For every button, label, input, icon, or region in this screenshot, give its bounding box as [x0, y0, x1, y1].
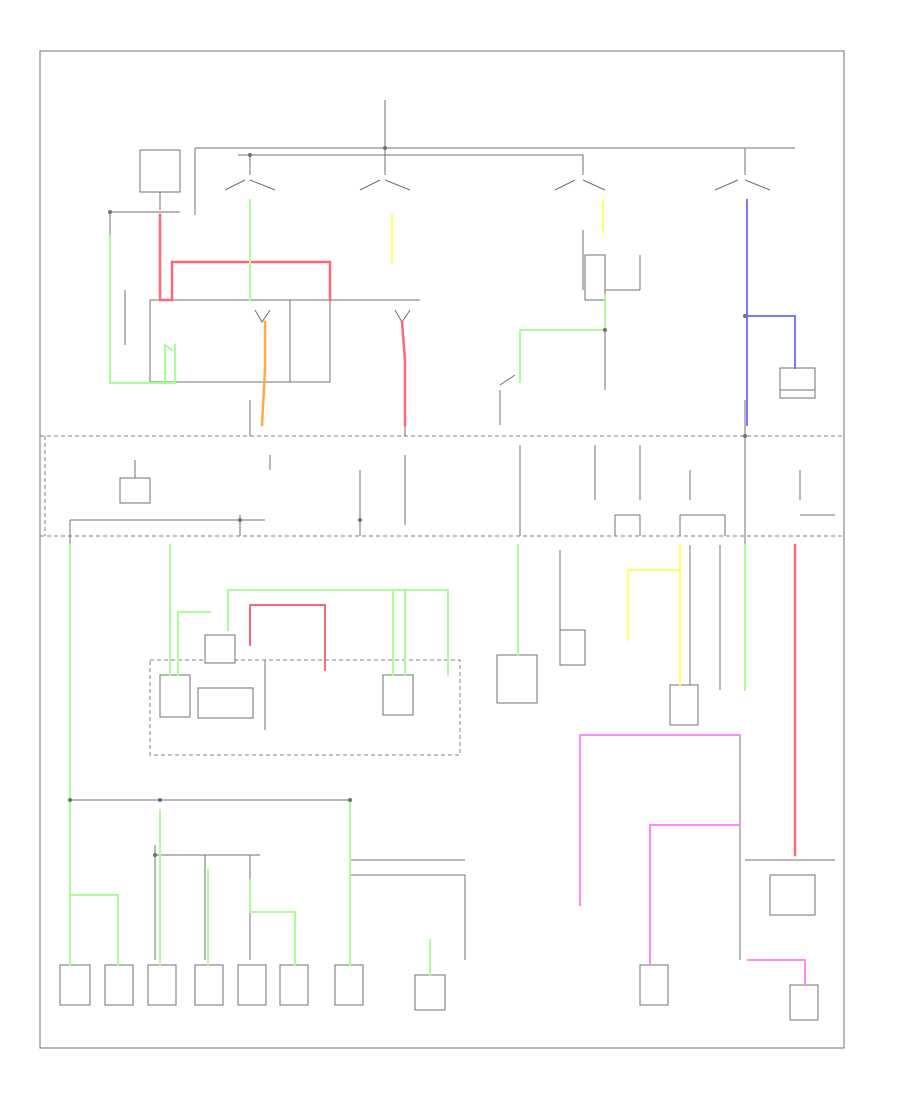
diagram-border	[39, 50, 845, 1049]
bottom-box-9	[639, 964, 669, 1006]
wire-orange	[260, 320, 267, 427]
wire-green-ecm-2	[177, 611, 211, 676]
horn-relay	[119, 477, 151, 504]
wire-green-ecm-3	[227, 589, 449, 676]
wire-red-top	[158, 213, 332, 302]
wire-red-ecm	[249, 604, 326, 671]
wire-green-relay	[164, 343, 174, 384]
wire-magenta-2	[649, 824, 741, 966]
bottom-box-6	[279, 964, 309, 1006]
component-box-4	[382, 674, 414, 716]
ignition-relay-block	[149, 299, 331, 383]
wire-green-bus-3	[249, 879, 296, 966]
transmission-range-switch	[769, 874, 816, 916]
ecm-block	[149, 659, 461, 756]
fuse-1-symbol	[224, 179, 276, 191]
fuse-4-symbol	[714, 179, 771, 191]
wire-yellow-lower	[627, 569, 679, 641]
wire-magenta-long	[579, 734, 741, 906]
wire-red-right	[400, 320, 407, 427]
junction-dots	[68, 146, 747, 857]
fuse-2-symbol	[359, 179, 411, 191]
bottom-box-7	[334, 964, 364, 1006]
top-section	[109, 100, 816, 436]
bottom-box-3	[147, 964, 177, 1006]
wire-magenta-3	[747, 959, 806, 986]
bottom-box-5	[237, 964, 267, 1006]
component-box-1	[159, 674, 191, 718]
wire-green-bottom-1	[69, 894, 119, 966]
component-box-2	[197, 687, 254, 719]
starter-cut-relay	[139, 149, 181, 193]
fuse-box-section	[69, 436, 835, 545]
bottom-box-10	[789, 984, 819, 1021]
bottom-box-8	[414, 974, 446, 1011]
wire-green-top-left	[109, 235, 176, 384]
top-wires	[109, 199, 796, 427]
fuse-3-symbol	[554, 179, 606, 191]
lower-section	[59, 545, 835, 1021]
wire-blue-sensor	[746, 315, 796, 369]
wire-green-right-top	[519, 294, 606, 383]
vehicle-relay-block	[584, 254, 606, 301]
bottom-box-4	[194, 964, 224, 1006]
lower-wires	[69, 543, 806, 986]
component-box-5	[496, 654, 538, 704]
bottom-box-2	[104, 964, 134, 1006]
component-box-7	[669, 684, 699, 726]
bottom-box-1	[59, 964, 91, 1006]
component-box-6	[559, 629, 586, 666]
component-box-3	[204, 634, 236, 664]
battery-sensor	[779, 367, 816, 399]
